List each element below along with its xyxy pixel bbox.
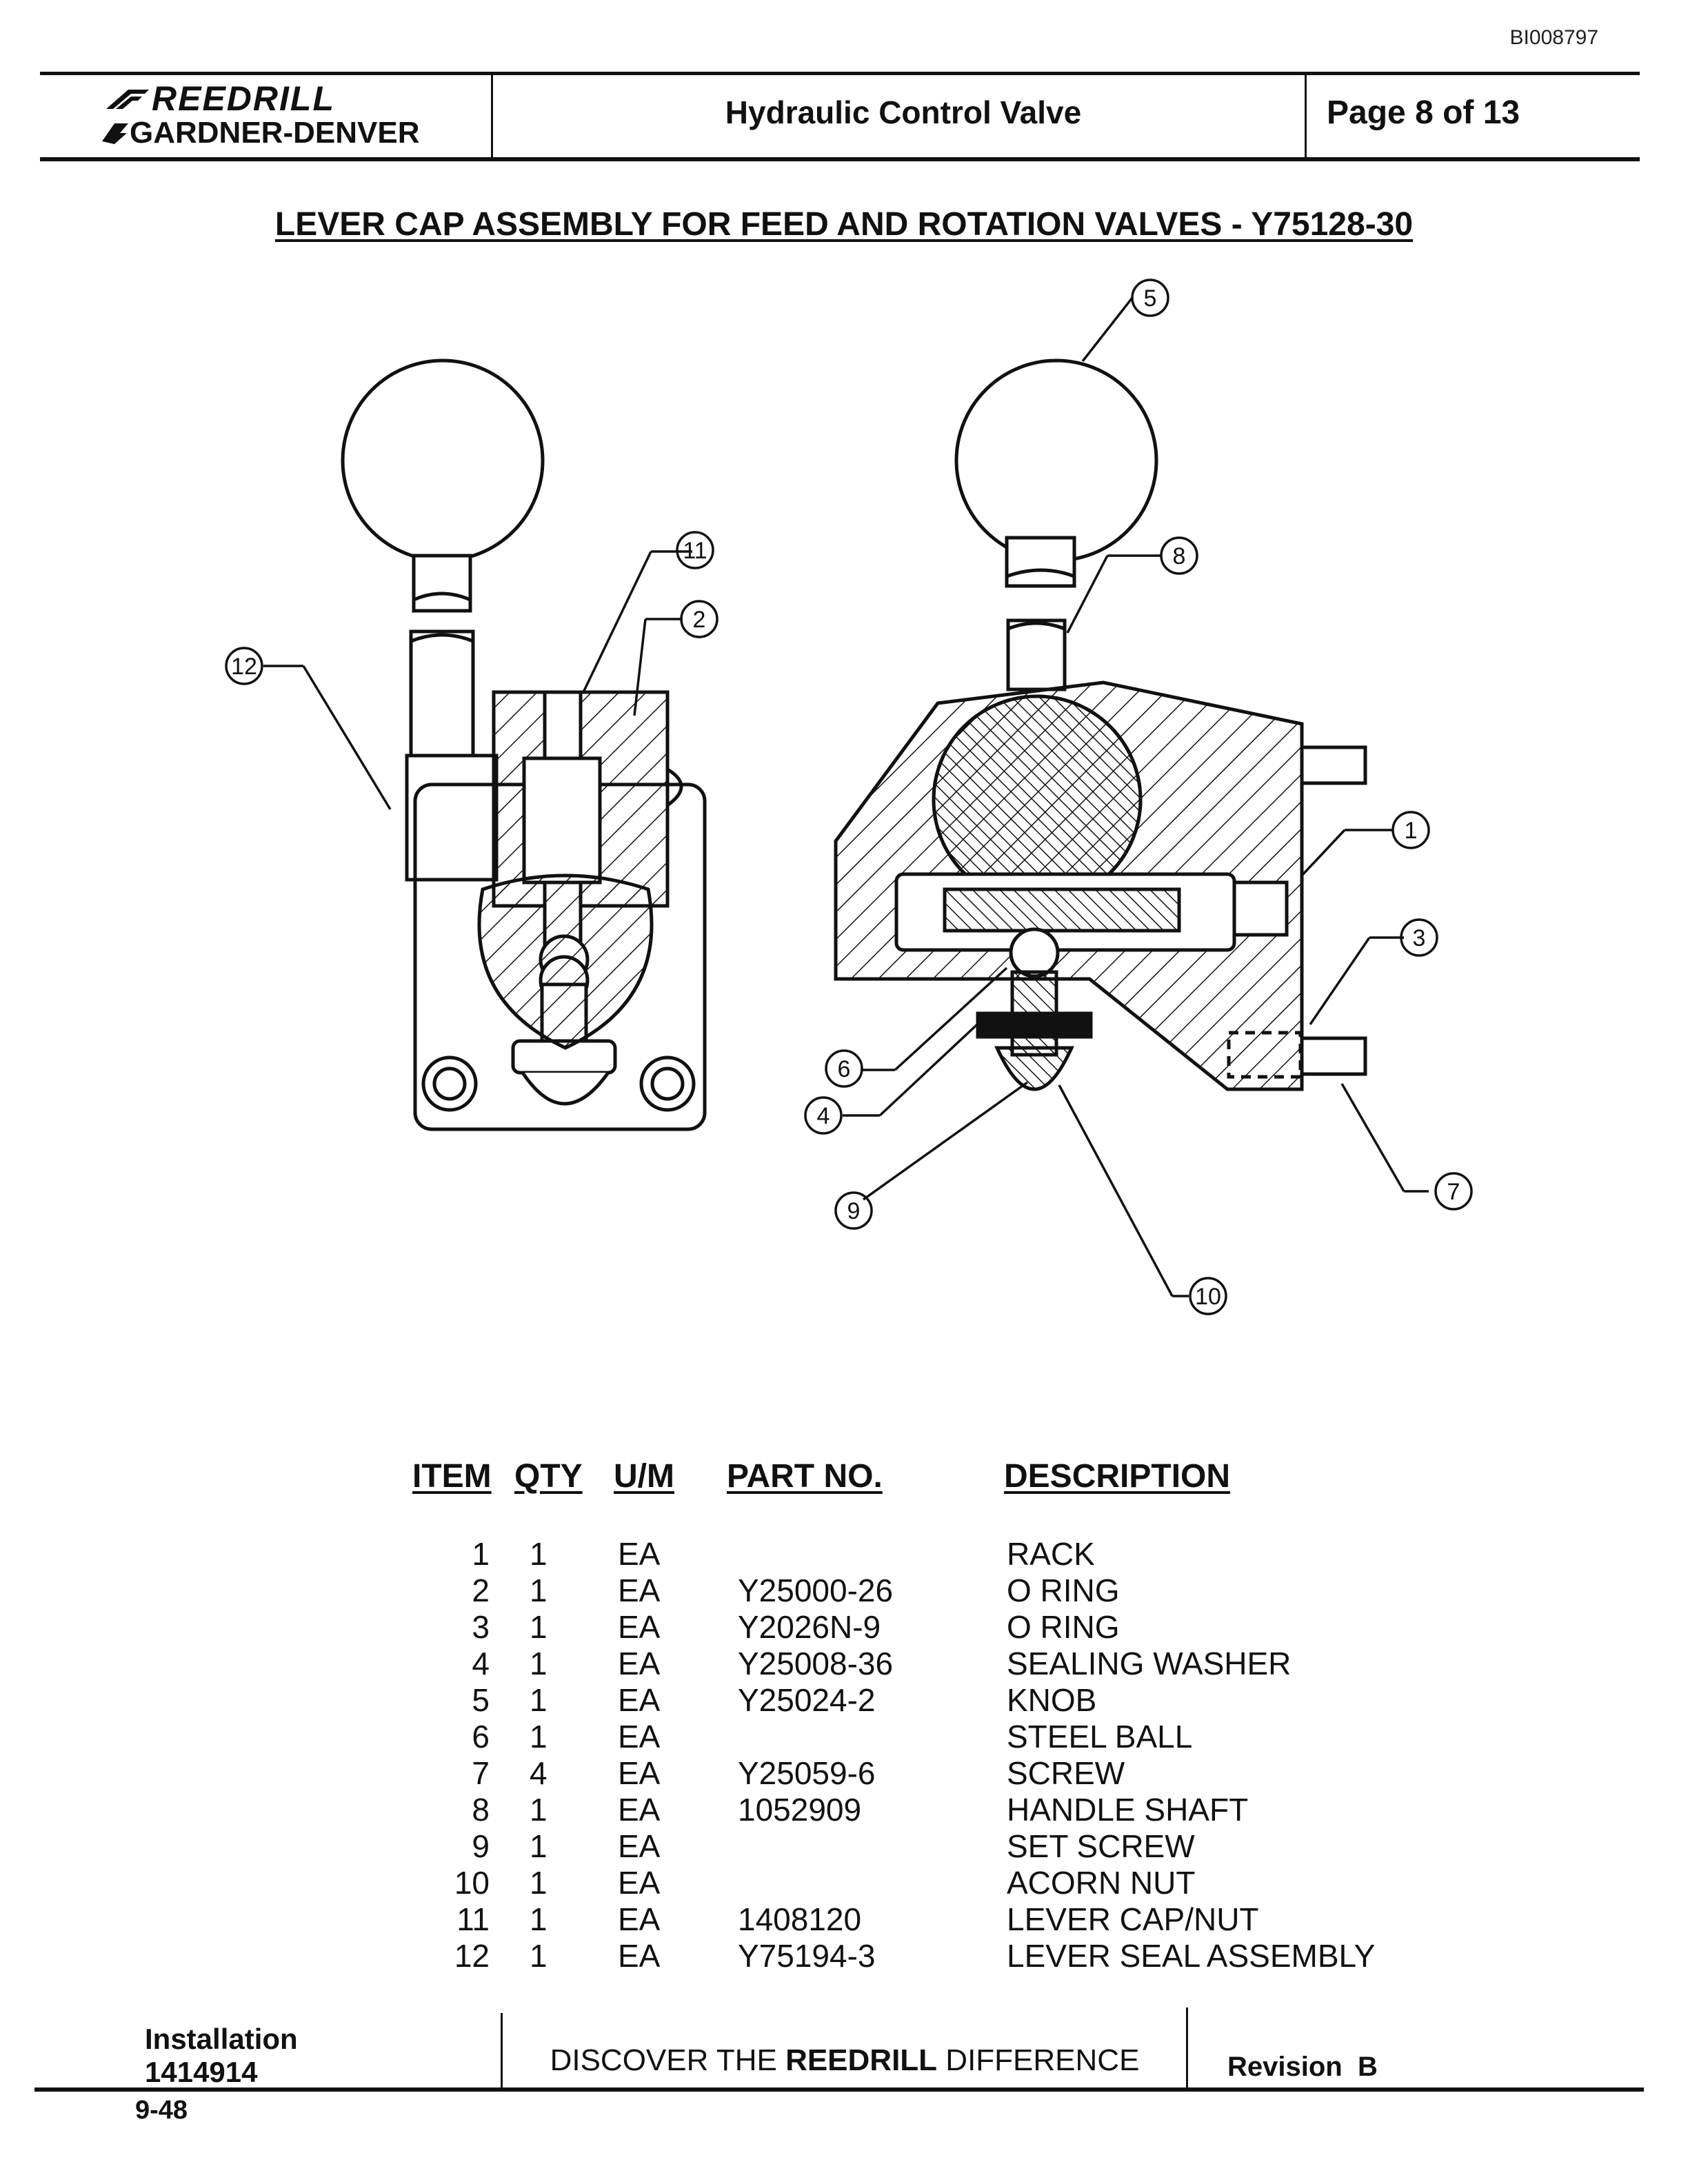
steel-ball-right xyxy=(1009,927,1060,978)
screw-head-right-a xyxy=(639,1055,696,1112)
col-header-um: U/M xyxy=(614,1458,674,1495)
footer-doc-number: 1414914 xyxy=(145,2056,258,2088)
callout-1 xyxy=(1391,811,1430,849)
col-header-description: DESCRIPTION xyxy=(1004,1458,1231,1495)
callout-7-label: 7 xyxy=(1447,1179,1460,1205)
footer-revision: Revision B xyxy=(1227,2052,1378,2082)
brand-name-reedrill: REEDRILL xyxy=(103,81,419,116)
shaft-left xyxy=(409,629,475,758)
callout-4 xyxy=(804,1096,843,1135)
screw-head-left-a xyxy=(421,1055,478,1112)
callout-9 xyxy=(834,1191,873,1230)
document-id: BI008797 xyxy=(1509,26,1598,49)
col-header-item: ITEM xyxy=(412,1458,492,1495)
callout-8-label: 8 xyxy=(1173,543,1186,569)
callout-6 xyxy=(825,1049,863,1088)
callout-8 xyxy=(1160,536,1198,575)
reedrill-swoosh-icon xyxy=(106,90,149,109)
shaft-stub-left-upper xyxy=(412,554,472,613)
footer-slogan: DISCOVER THE REEDRILL DIFFERENCE xyxy=(550,2043,1140,2077)
acorn-nut-right xyxy=(994,1046,1074,1091)
callout-group xyxy=(225,279,1473,1315)
callout-12-label: 12 xyxy=(231,654,257,680)
callout-2 xyxy=(680,600,719,638)
gardner-denver-wing-icon xyxy=(102,123,128,144)
callout-3 xyxy=(1400,918,1438,957)
brand-logo: REEDRILL GARDNER-DENVER xyxy=(102,81,419,150)
assembly-title: LEVER CAP ASSEMBLY FOR FEED AND ROTATION… xyxy=(274,206,1414,243)
screw-stub-upper xyxy=(1300,745,1367,785)
callout-4-label: 4 xyxy=(817,1103,830,1129)
assembly-drawing: 5 8 11 2 12 1 3 7 6 4 9 10 xyxy=(225,279,1473,1315)
screw-stub-lower xyxy=(1300,1036,1367,1076)
callout-5 xyxy=(1131,279,1169,317)
left-section-view xyxy=(341,358,707,1131)
handle-shaft-right xyxy=(1006,618,1067,691)
callout-9-label: 9 xyxy=(847,1198,861,1224)
callout-5-label: 5 xyxy=(1144,285,1157,312)
knob-left xyxy=(341,358,545,563)
callout-10 xyxy=(1189,1277,1227,1315)
footer-page-number: 9-48 xyxy=(135,2096,188,2125)
footer-section-info: Installation 1414914 xyxy=(145,2023,298,2089)
col-header-qty: QTY xyxy=(514,1458,583,1495)
page-indicator: Page 8 of 13 xyxy=(1327,94,1520,131)
brand-name-gardner-denver: GARDNER-DENVER xyxy=(102,116,419,150)
header-divider-2 xyxy=(1305,75,1307,157)
callout-1-label: 1 xyxy=(1405,818,1418,844)
callout-11 xyxy=(676,531,714,569)
header-bottom-rule xyxy=(40,157,1640,161)
callout-2-label: 2 xyxy=(693,607,706,633)
callout-7 xyxy=(1434,1172,1473,1211)
rack-right xyxy=(943,887,1181,933)
footer-section-label: Installation xyxy=(145,2023,298,2055)
col-header-part: PART NO. xyxy=(727,1458,883,1495)
callout-3-label: 3 xyxy=(1413,925,1426,951)
footer-rule xyxy=(34,2087,1644,2092)
footer-divider-1 xyxy=(501,2013,503,2087)
callout-6-label: 6 xyxy=(838,1056,851,1082)
document-title: Hydraulic Control Valve xyxy=(725,94,1082,130)
lever-seal-assembly-left xyxy=(405,754,499,882)
right-section-view xyxy=(834,358,1367,1091)
knob-right xyxy=(954,358,1158,563)
header-top-rule xyxy=(40,72,1640,75)
callout-10-label: 10 xyxy=(1195,1284,1221,1310)
callout-11-label: 11 xyxy=(683,538,707,564)
header-divider-1 xyxy=(491,75,493,157)
footer-divider-2 xyxy=(1186,2008,1188,2087)
callout-12 xyxy=(225,647,263,685)
